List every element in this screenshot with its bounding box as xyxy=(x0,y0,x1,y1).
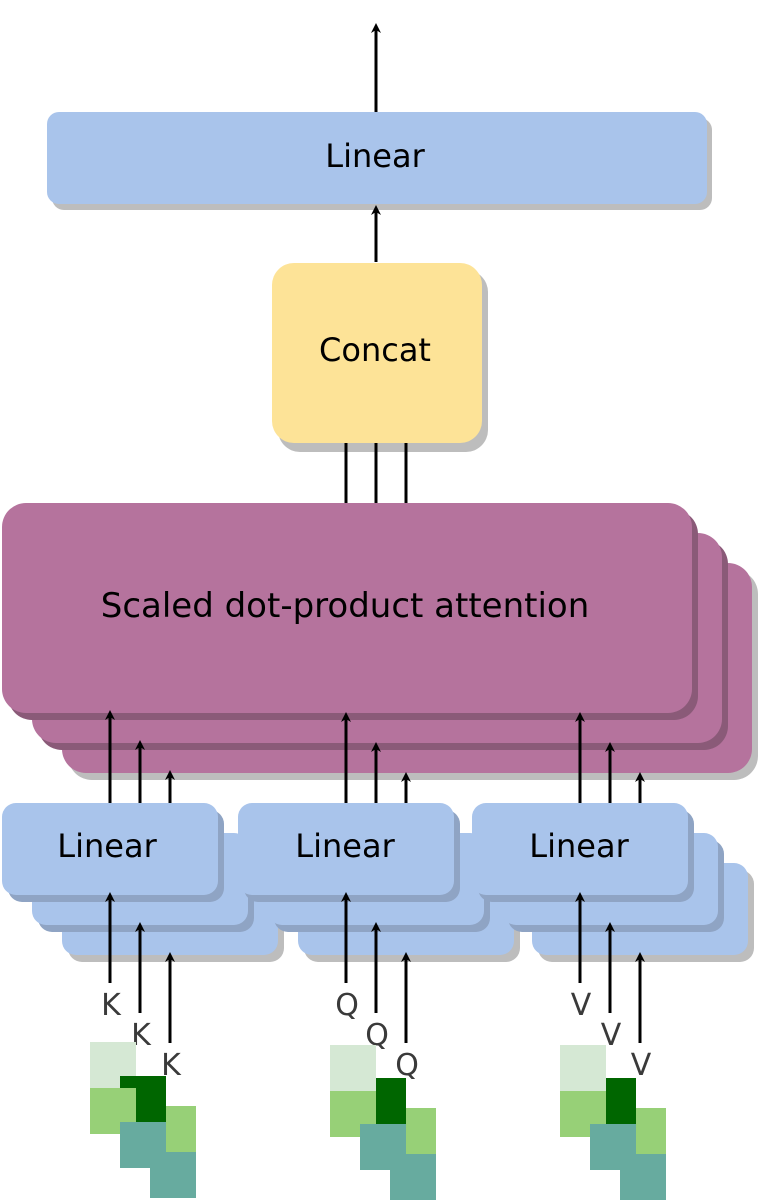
input-k-label-3: K xyxy=(161,1048,182,1083)
token-glyph-v xyxy=(560,1045,666,1200)
linear-q-stack: Linear xyxy=(238,803,520,962)
linear-k-stack: Linear xyxy=(2,803,284,962)
input-q-label-2: Q xyxy=(365,1018,389,1053)
input-v-label-2: V xyxy=(601,1018,622,1053)
linear-to-attention-arrows xyxy=(105,710,645,803)
linear-k-label: Linear xyxy=(57,827,157,865)
token-glyph-q xyxy=(330,1045,436,1200)
attention-stack: Scaled dot-product attention xyxy=(2,503,758,780)
input-q-label-3: Q xyxy=(395,1048,419,1083)
input-q-label-1: Q xyxy=(335,988,359,1023)
concat-label: Concat xyxy=(319,331,431,369)
input-labels: K K K Q Q Q V V V xyxy=(101,988,652,1083)
output-linear-block: Linear xyxy=(47,112,712,210)
token-glyph-k xyxy=(90,1042,196,1198)
input-v-label-3: V xyxy=(631,1048,652,1083)
input-to-linear-arrows xyxy=(105,892,645,1043)
attention-to-concat-lines xyxy=(344,443,408,503)
input-k-label-2: K xyxy=(131,1018,152,1053)
linear-v-stack: Linear xyxy=(472,803,754,962)
linear-q-label: Linear xyxy=(295,827,395,865)
linear-v-label: Linear xyxy=(529,827,629,865)
output-linear-label: Linear xyxy=(325,137,425,175)
concat-block: Concat xyxy=(272,263,488,452)
input-k-label-1: K xyxy=(101,988,122,1023)
input-v-label-1: V xyxy=(571,988,592,1023)
attention-label: Scaled dot-product attention xyxy=(101,586,590,626)
